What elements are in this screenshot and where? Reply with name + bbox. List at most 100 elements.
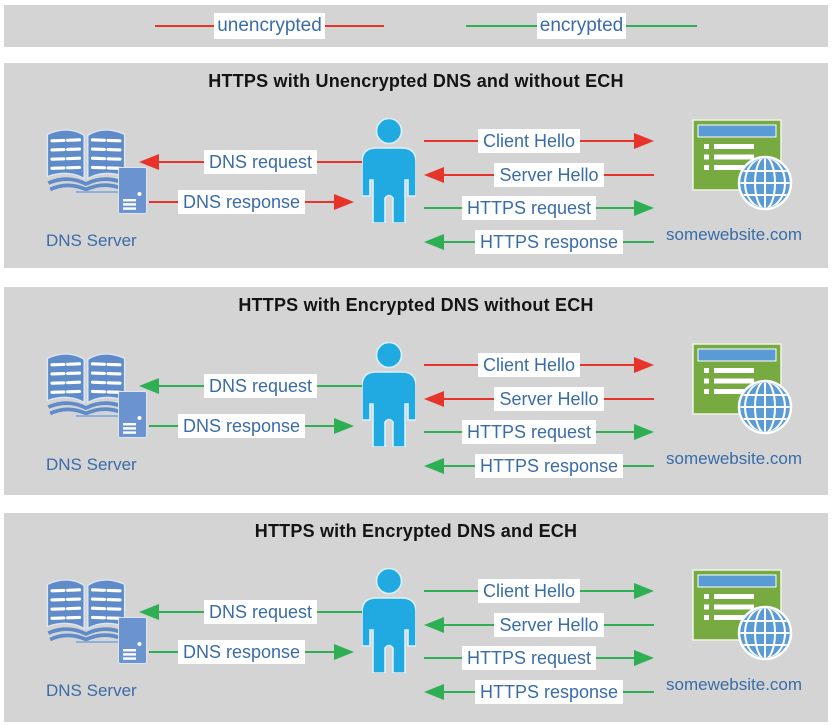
scenario-panel-encrypted-dns: HTTPS with Encrypted DNS without ECH DNS… xyxy=(4,287,828,495)
user-person-icon xyxy=(362,118,416,223)
dns-server-label: DNS Server xyxy=(46,681,137,700)
arrow-label: Client Hello xyxy=(477,129,581,153)
arrow-line xyxy=(424,590,478,592)
arrow-label: DNS response xyxy=(177,640,306,664)
dns-server-label: DNS Server xyxy=(46,455,137,474)
arrow-label: HTTPS response xyxy=(474,230,624,254)
scenario-panel-encrypted-dns-ech: HTTPS with Encrypted DNS and ECH DNS Ser… xyxy=(4,513,828,722)
arrow-https-response: HTTPS response xyxy=(424,453,654,479)
arrow-line xyxy=(580,140,635,142)
arrow-dns-request: DNS request xyxy=(139,149,363,175)
arrowhead-right-icon xyxy=(634,133,655,149)
encrypted-line-icon xyxy=(626,25,698,27)
arrow-line xyxy=(317,161,363,163)
dns-server-label: DNS Server xyxy=(46,231,137,250)
arrowhead-right-icon xyxy=(634,583,655,599)
arrow-line xyxy=(149,425,178,427)
website-label: somewebsite.com xyxy=(666,225,803,244)
website-label: somewebsite.com xyxy=(666,449,803,468)
arrow-line xyxy=(317,611,363,613)
arrow-label: HTTPS request xyxy=(461,646,597,670)
arrow-label: HTTPS response xyxy=(474,680,624,704)
arrow-label: Server Hello xyxy=(494,163,604,187)
arrow-label: Server Hello xyxy=(494,613,604,637)
arrow-dns-response: DNS response xyxy=(149,639,354,665)
arrow-client-hello: Client Hello xyxy=(424,128,655,154)
arrow-line xyxy=(596,207,635,209)
website-icon xyxy=(692,343,798,439)
arrow-label: HTTPS request xyxy=(461,196,597,220)
arrow-dns-response: DNS response xyxy=(149,189,354,215)
arrow-line xyxy=(424,657,462,659)
website-label: somewebsite.com xyxy=(666,675,803,694)
arrow-label: HTTPS response xyxy=(474,454,624,478)
arrow-line xyxy=(444,241,475,243)
arrow-line xyxy=(603,624,655,626)
arrow-label: DNS request xyxy=(203,600,318,624)
arrow-line xyxy=(424,364,478,366)
arrowhead-left-icon xyxy=(424,234,444,250)
arrow-line xyxy=(149,651,178,653)
arrow-label: Server Hello xyxy=(494,387,604,411)
arrow-line xyxy=(444,624,495,626)
arrow-dns-request: DNS request xyxy=(139,373,363,399)
arrowhead-left-icon xyxy=(424,458,444,474)
arrowhead-right-icon xyxy=(334,194,354,210)
website-icon xyxy=(692,119,798,215)
arrowhead-right-icon xyxy=(634,424,655,440)
arrow-line xyxy=(424,140,478,142)
arrow-dns-response: DNS response xyxy=(149,413,354,439)
arrowhead-left-icon xyxy=(424,617,444,633)
arrow-line xyxy=(603,398,655,400)
arrow-line xyxy=(159,611,204,613)
website-icon xyxy=(692,569,798,665)
arrowhead-left-icon xyxy=(424,167,444,183)
arrowhead-right-icon xyxy=(634,357,655,373)
arrow-https-request: HTTPS request xyxy=(424,195,655,221)
arrow-line xyxy=(159,385,204,387)
arrow-https-request: HTTPS request xyxy=(424,645,655,671)
book-server-connector xyxy=(76,415,120,417)
scenario-panel-unencrypted-dns: HTTPS with Unencrypted DNS and without E… xyxy=(4,63,828,268)
user-person-icon xyxy=(362,342,416,447)
arrow-label: DNS request xyxy=(203,374,318,398)
arrow-line xyxy=(424,431,462,433)
arrow-line xyxy=(159,161,204,163)
legend-item-unencrypted: unencrypted xyxy=(155,13,385,39)
book-server-connector xyxy=(76,641,120,643)
arrow-line xyxy=(305,651,334,653)
arrow-line xyxy=(149,201,178,203)
legend-label-encrypted: encrypted xyxy=(536,13,627,39)
arrow-server-hello: Server Hello xyxy=(424,386,655,412)
arrow-label: DNS request xyxy=(203,150,318,174)
arrow-line xyxy=(623,465,654,467)
arrowhead-left-icon xyxy=(139,378,159,394)
legend-label-unencrypted: unencrypted xyxy=(214,13,325,39)
arrow-line xyxy=(305,425,334,427)
arrow-line xyxy=(596,657,635,659)
arrowhead-left-icon xyxy=(424,684,444,700)
arrow-line xyxy=(317,385,363,387)
arrow-line xyxy=(603,174,655,176)
arrow-server-hello: Server Hello xyxy=(424,612,655,638)
arrow-server-hello: Server Hello xyxy=(424,162,655,188)
arrow-line xyxy=(596,431,635,433)
arrow-line xyxy=(444,398,495,400)
arrow-label: HTTPS request xyxy=(461,420,597,444)
arrow-https-request: HTTPS request xyxy=(424,419,655,445)
arrowhead-left-icon xyxy=(139,154,159,170)
arrow-https-response: HTTPS response xyxy=(424,229,654,255)
arrow-line xyxy=(623,691,654,693)
arrow-line xyxy=(424,207,462,209)
arrowhead-right-icon xyxy=(634,650,655,666)
encrypted-line-icon xyxy=(466,25,537,27)
arrow-line xyxy=(444,174,495,176)
unencrypted-line-icon xyxy=(324,25,385,27)
arrow-line xyxy=(444,465,475,467)
arrow-line xyxy=(580,590,635,592)
arrow-line xyxy=(444,691,475,693)
arrowhead-right-icon xyxy=(634,200,655,216)
arrowhead-right-icon xyxy=(334,418,354,434)
legend-item-encrypted: encrypted xyxy=(466,13,698,39)
